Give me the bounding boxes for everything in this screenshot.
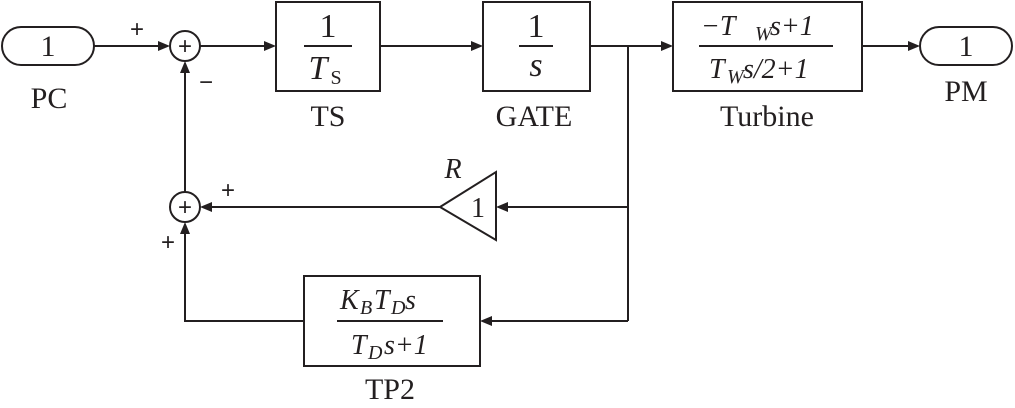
ts-denominator-main: T — [309, 50, 330, 87]
tp2-block[interactable]: K B T D s T D s+1 — [303, 275, 481, 367]
turbine-block-label: Turbine — [720, 100, 814, 133]
turbine-den-sub: W — [727, 66, 746, 88]
turbine-den-main: T — [709, 54, 727, 85]
arrowhead — [480, 316, 492, 326]
tp2-num-k: K — [339, 285, 360, 316]
tp2-den-t-sub: D — [367, 342, 383, 364]
sum-junction-top[interactable]: + — [169, 30, 201, 62]
tp2-den-suffix: s+1 — [384, 330, 428, 361]
input-port-number: 1 — [41, 30, 56, 63]
tp2-num-k-sub: B — [360, 297, 372, 319]
input-port-label: PC — [31, 82, 68, 115]
sum-top-input-sign: + — [130, 16, 144, 43]
wire-tp2-to-sum — [184, 233, 304, 322]
arrowhead — [158, 41, 170, 51]
tp2-block-label: TP2 — [365, 373, 415, 406]
gain-symbol: R — [443, 154, 461, 185]
gate-numerator: 1 — [528, 8, 545, 45]
tp2-num-t: T — [374, 285, 392, 316]
ts-block[interactable]: 1 T S — [275, 1, 381, 92]
input-port-pc[interactable]: 1 — [1, 26, 95, 66]
sum-top-feedback-sign: − — [199, 69, 213, 96]
gain-r-block[interactable]: 1 — [438, 170, 497, 242]
turbine-block[interactable]: −T W s+1 T W s/2+1 — [672, 1, 863, 92]
turbine-num-suffix: s+1 — [770, 11, 814, 42]
sum-junction-bottom[interactable]: + — [169, 191, 201, 223]
sum-top-symbol: + — [178, 33, 192, 60]
sum-bottom-lower-sign: + — [161, 229, 175, 256]
sum-bottom-symbol: + — [178, 194, 192, 221]
tp2-num-t-sub: D — [390, 297, 406, 319]
ts-numerator: 1 — [320, 8, 337, 45]
tp2-den-t: T — [351, 330, 369, 361]
arrowhead — [180, 222, 190, 234]
turbine-num-prefix: −T — [701, 11, 738, 42]
arrowhead — [908, 41, 920, 51]
sum-bottom-right-sign: + — [221, 177, 235, 204]
arrowhead — [471, 41, 483, 51]
gain-value: 1 — [471, 193, 485, 224]
ts-denominator-sub: S — [330, 67, 341, 89]
turbine-num-sub: W — [755, 23, 774, 45]
tp2-num-s: s — [405, 285, 416, 316]
ts-block-label: TS — [310, 100, 345, 133]
arrowhead — [661, 41, 673, 51]
arrowhead — [264, 41, 276, 51]
gate-denominator: s — [529, 47, 542, 84]
gate-block-label: GATE — [496, 100, 573, 133]
output-port-shape — [919, 26, 1013, 66]
arrowhead — [180, 61, 190, 73]
turbine-den-suffix: s/2+1 — [743, 54, 809, 85]
gain-triangle — [438, 170, 497, 242]
output-port-pm[interactable]: 1 — [919, 26, 1013, 66]
output-port-number: 1 — [959, 30, 974, 63]
arrowhead — [496, 202, 508, 212]
output-port-label: PM — [944, 75, 987, 108]
arrowhead — [200, 202, 212, 212]
gate-block[interactable]: 1 s — [482, 1, 591, 92]
